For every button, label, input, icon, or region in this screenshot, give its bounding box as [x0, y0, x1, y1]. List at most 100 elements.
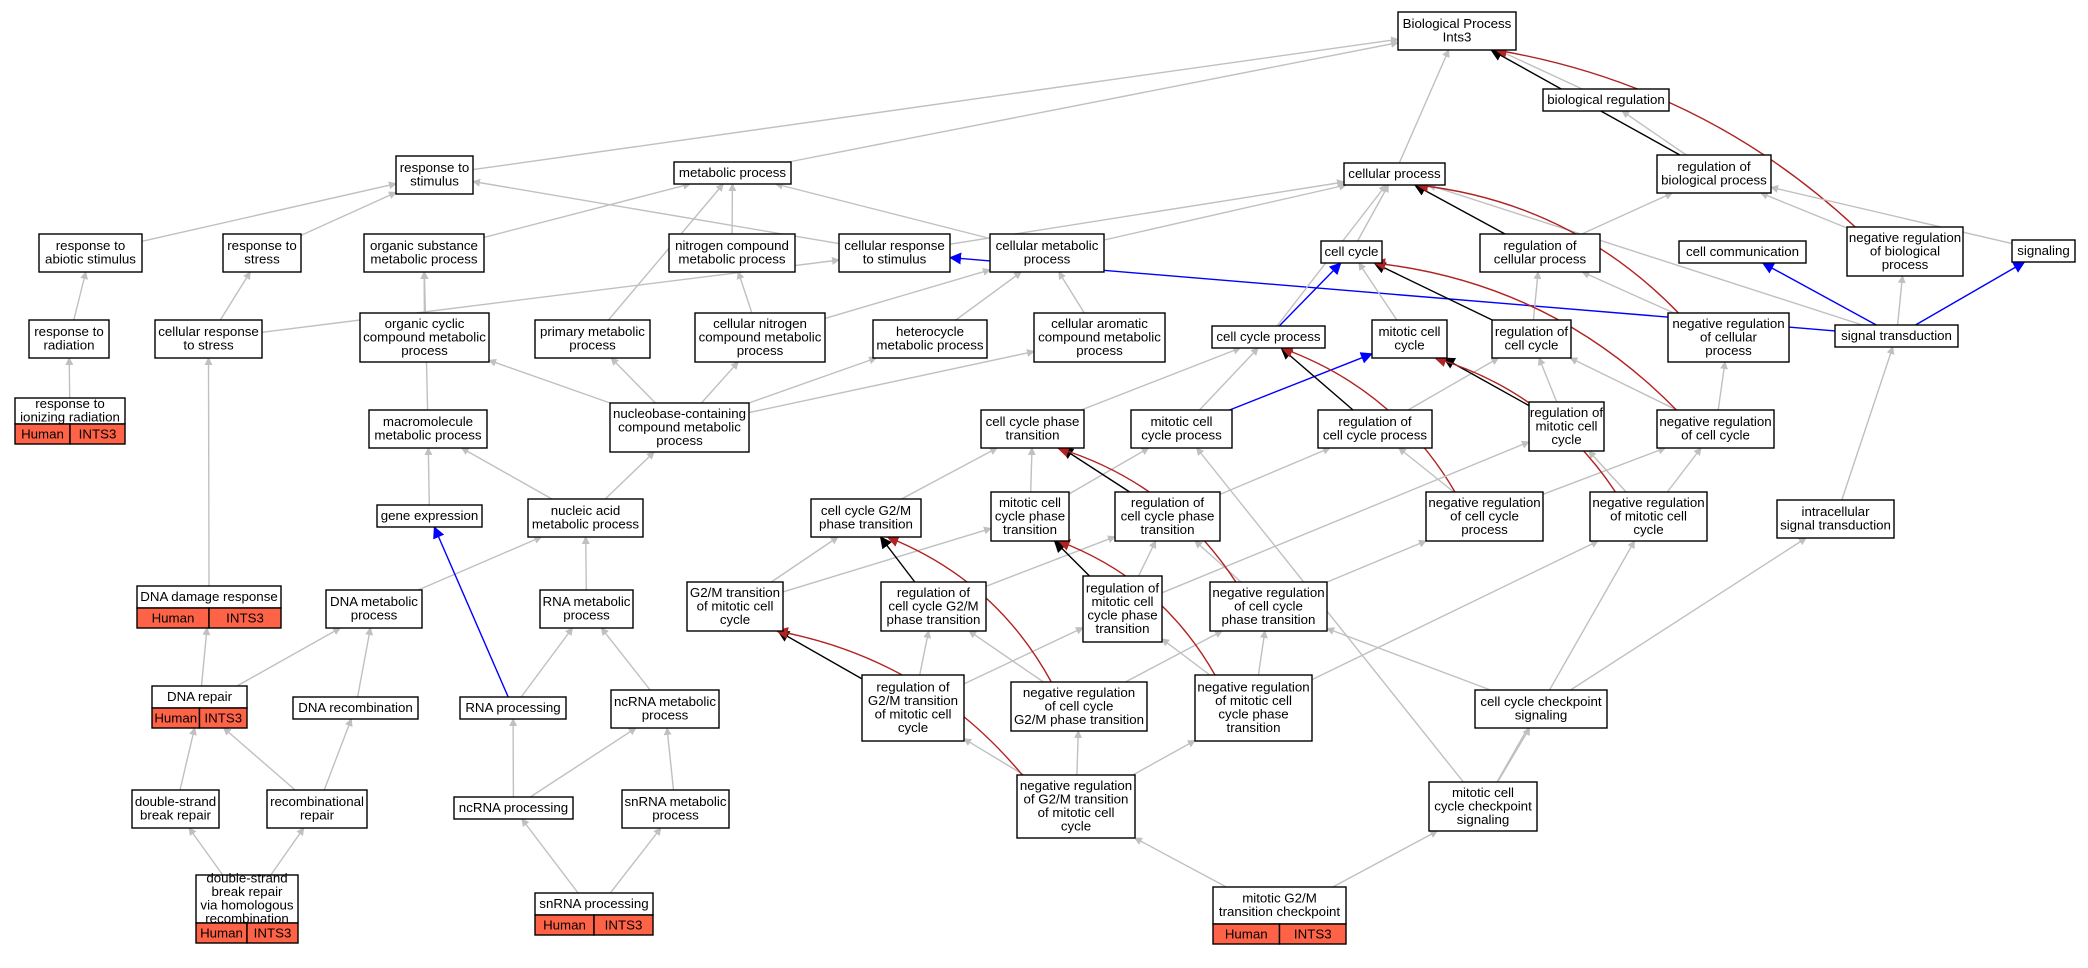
node-label-line: of G2/M transition [1024, 792, 1129, 807]
go-term-cellcycle[interactable]: cell cycle [1320, 240, 1383, 264]
edge-negregccg2m-to-negregccphase [1125, 630, 1223, 683]
edge-sigtrans-to-signaling [1915, 261, 2026, 326]
node-label-line: cellular aromatic [1051, 316, 1148, 331]
node-box [1343, 162, 1446, 186]
go-term-biolreg[interactable]: biological regulation [1542, 88, 1670, 112]
node-label-line: snRNA processing [539, 896, 648, 911]
go-term-ncrnaproc[interactable]: ncRNA processing [453, 796, 574, 820]
edge-regcc-to-regcell [1532, 271, 1542, 321]
go-term-rnaproc[interactable]: RNA processing [459, 696, 567, 720]
edge-mitccphase-to-ccphase [1027, 447, 1036, 493]
node-label-line: process [569, 338, 616, 353]
node-box [154, 319, 263, 359]
edge-negregmitcc-to-negregcc [1666, 447, 1702, 493]
node-label-line: RNA metabolic [543, 594, 631, 609]
go-term-cellcomm[interactable]: cell communication [1678, 240, 1807, 264]
edge-negregbio-to-bp [1494, 45, 1856, 228]
go-term-signaling[interactable]: signaling [2011, 239, 2076, 263]
edge-ncrnametab-to-rnametab [600, 627, 651, 691]
node-box [1834, 324, 1959, 348]
go-term-cellular[interactable]: cellular process [1343, 162, 1446, 186]
node-label-line: mitotic cell [1150, 414, 1212, 429]
go-term-sigtrans[interactable]: signal transduction [1834, 324, 1959, 348]
node-label-line: nitrogen compound [675, 238, 789, 253]
edge-negregccproc-to-regccproc [1398, 447, 1455, 493]
node-label-line: cellular response [158, 324, 259, 339]
node-label-line: primary metabolic [540, 324, 645, 339]
edge-regg2mmit-to-g2mtrans [777, 630, 863, 680]
node-label-line: phase transition [819, 517, 913, 532]
node-label-line: negative regulation [1849, 230, 1961, 245]
edge-signaling-to-regbio [1770, 185, 2013, 245]
node-box [621, 789, 730, 829]
edge-negregccproc-to-negregcc [1542, 446, 1667, 495]
node-box [1010, 681, 1148, 732]
go-term-ccproc[interactable]: cell cycle process [1211, 325, 1326, 349]
node-label-line: recombination [205, 911, 289, 926]
node-label-line: process [1882, 257, 1929, 272]
go-term-metab[interactable]: metabolic process [673, 161, 792, 185]
edge-cellrespstress-to-respstress [219, 271, 251, 321]
go-term-dnarecomb[interactable]: DNA recombination [292, 696, 419, 720]
go-term-geneexp[interactable]: gene expression [376, 504, 483, 528]
node-box [1589, 491, 1708, 542]
